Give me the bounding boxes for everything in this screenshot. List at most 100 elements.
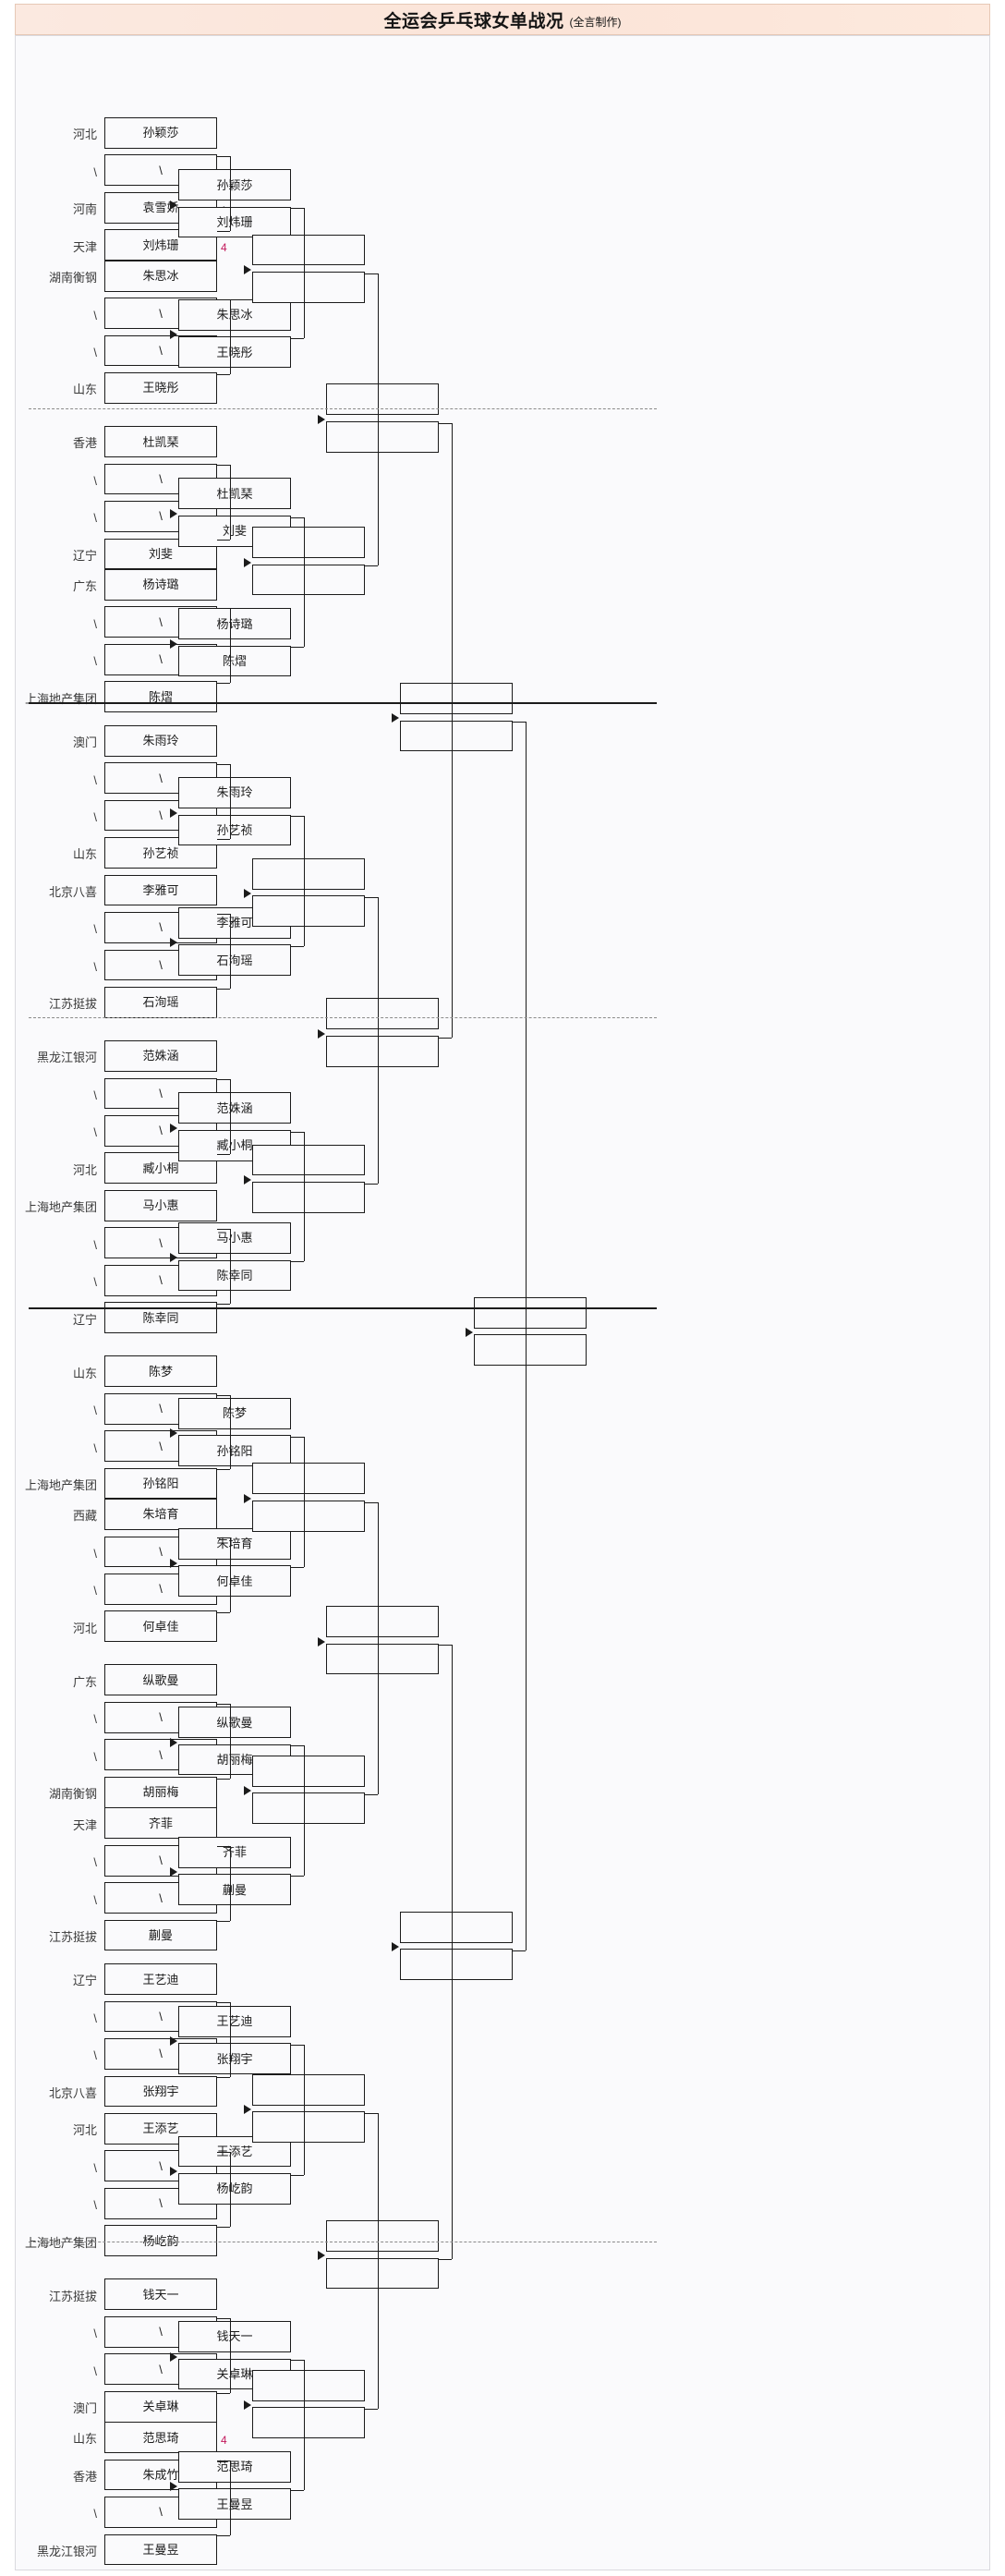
- province-label: 天津: [72, 1817, 97, 1832]
- match-slot[interactable]: 纵歌曼: [104, 1664, 217, 1696]
- match-slot[interactable]: 朱雨玲: [178, 777, 291, 808]
- match-slot[interactable]: 纵歌曼: [178, 1707, 291, 1738]
- match-slot[interactable]: 范思琦: [104, 2422, 217, 2453]
- match-slot[interactable]: [252, 895, 365, 928]
- match-slot[interactable]: 钱天一: [104, 2278, 217, 2311]
- match-slot[interactable]: [252, 1182, 365, 1213]
- match-slot[interactable]: 李雅可: [104, 874, 217, 906]
- match-slot[interactable]: [400, 683, 513, 714]
- match-slot[interactable]: 马小惠: [178, 1222, 291, 1254]
- match-slot[interactable]: 关卓琳: [104, 2390, 217, 2423]
- match-slot[interactable]: [252, 527, 365, 558]
- match-slot[interactable]: [326, 383, 439, 416]
- match-slot[interactable]: 刘炜珊: [178, 206, 291, 238]
- match-slot[interactable]: 齐菲: [178, 1836, 291, 1868]
- connector-horizontal: [217, 465, 230, 467]
- match-slot[interactable]: 钱天一: [178, 2321, 291, 2352]
- match-slot[interactable]: 朱培育: [104, 1499, 217, 1530]
- match-slot[interactable]: [252, 2369, 365, 2401]
- match-slot[interactable]: 杨屹韵: [178, 2173, 291, 2205]
- match-slot[interactable]: 朱培育: [178, 1527, 291, 1560]
- match-slot[interactable]: [252, 1500, 365, 1532]
- match-slot[interactable]: 齐菲: [104, 1807, 217, 1840]
- match-slot[interactable]: [252, 234, 365, 266]
- match-slot[interactable]: 蒯曼: [104, 1919, 217, 1951]
- match-slot[interactable]: 孙颖莎: [178, 169, 291, 200]
- match-slot[interactable]: 杨诗璐: [104, 568, 217, 601]
- match-slot[interactable]: 胡丽梅: [104, 1776, 217, 1808]
- match-slot[interactable]: 陈梦: [104, 1355, 217, 1388]
- connector-arrow: [170, 1123, 177, 1133]
- match-slot[interactable]: 王艺迪: [178, 2005, 291, 2037]
- match-slot[interactable]: [326, 2220, 439, 2252]
- match-slot[interactable]: [326, 1606, 439, 1637]
- match-slot[interactable]: [252, 564, 365, 596]
- match-slot[interactable]: [326, 2257, 439, 2290]
- match-slot[interactable]: 孙颖莎: [104, 116, 217, 149]
- connector-vertical: [230, 1846, 231, 1922]
- match-slot[interactable]: 孙铭阳: [104, 1467, 217, 1500]
- connector-horizontal: [217, 2535, 230, 2537]
- connector-arrow: [170, 1737, 177, 1747]
- province-label: \: [93, 1712, 97, 1727]
- match-slot[interactable]: 王艺迪: [104, 1963, 217, 1995]
- match-slot[interactable]: 王添艺: [178, 2135, 291, 2168]
- match-slot[interactable]: 陈熠: [178, 645, 291, 677]
- match-slot[interactable]: 石洵瑶: [104, 987, 217, 1018]
- match-slot[interactable]: 孙艺祯: [178, 814, 291, 846]
- match-slot[interactable]: 范姝涵: [104, 1040, 217, 1072]
- connector-horizontal: [291, 338, 304, 340]
- match-slot[interactable]: [326, 1643, 439, 1675]
- match-slot[interactable]: 石洵瑶: [178, 944, 291, 977]
- match-slot[interactable]: 张翔宇: [178, 2043, 291, 2075]
- match-slot[interactable]: 杜凯琹: [178, 478, 291, 510]
- match-slot[interactable]: 蒯曼: [178, 1874, 291, 1906]
- match-slot[interactable]: 张翔宇: [104, 2075, 217, 2108]
- match-slot[interactable]: [326, 420, 439, 453]
- match-slot[interactable]: 朱思冰: [178, 298, 291, 331]
- match-slot[interactable]: 范姝涵: [178, 1092, 291, 1124]
- match-slot[interactable]: [474, 1296, 587, 1329]
- match-slot[interactable]: 王晓彤: [104, 372, 217, 404]
- match-slot[interactable]: [326, 1035, 439, 1067]
- match-slot[interactable]: 孙铭阳: [178, 1435, 291, 1467]
- match-slot[interactable]: 杜凯琹: [104, 426, 217, 457]
- match-slot[interactable]: [252, 1755, 365, 1787]
- connector-arrow: [318, 2251, 325, 2261]
- match-slot[interactable]: 王曼昱: [104, 2533, 217, 2566]
- connector-horizontal: [217, 540, 230, 541]
- match-slot[interactable]: 王曼昱: [178, 2488, 291, 2521]
- match-slot[interactable]: 陈熠: [104, 681, 217, 713]
- match-slot[interactable]: 王晓彤: [178, 336, 291, 369]
- match-slot[interactable]: [252, 2111, 365, 2143]
- match-slot[interactable]: [474, 1334, 587, 1367]
- match-slot[interactable]: [252, 2407, 365, 2439]
- match-slot[interactable]: 何卓佳: [178, 1565, 291, 1597]
- match-slot[interactable]: 何卓佳: [104, 1610, 217, 1643]
- match-slot[interactable]: 杨屹韵: [104, 2225, 217, 2257]
- match-slot[interactable]: [252, 1792, 365, 1825]
- match-slot[interactable]: [400, 720, 513, 752]
- match-slot[interactable]: [252, 1463, 365, 1495]
- match-slot[interactable]: [326, 998, 439, 1030]
- match-slot[interactable]: [400, 1949, 513, 1981]
- province-label: 澳门: [72, 735, 97, 750]
- match-slot[interactable]: [252, 858, 365, 890]
- match-slot[interactable]: [252, 1144, 365, 1176]
- match-slot[interactable]: 马小惠: [104, 1189, 217, 1221]
- match-slot[interactable]: 袁雪娇: [104, 191, 217, 224]
- match-slot[interactable]: 陈梦: [178, 1398, 291, 1429]
- match-slot[interactable]: 范思琦: [178, 2450, 291, 2483]
- province-label: \: [93, 1125, 97, 1140]
- match-slot[interactable]: [252, 272, 365, 303]
- match-slot[interactable]: 朱思冰: [104, 260, 217, 292]
- match-slot[interactable]: 朱雨玲: [104, 724, 217, 757]
- match-slot[interactable]: 杨诗璐: [178, 608, 291, 639]
- connector-arrow: [244, 1175, 251, 1185]
- connector-vertical: [230, 1703, 231, 1779]
- connector-vertical: [230, 1079, 231, 1155]
- match-slot[interactable]: [252, 2073, 365, 2106]
- match-slot[interactable]: 陈幸同: [178, 1259, 291, 1292]
- connector-vertical: [304, 2360, 305, 2491]
- match-slot[interactable]: [400, 1911, 513, 1943]
